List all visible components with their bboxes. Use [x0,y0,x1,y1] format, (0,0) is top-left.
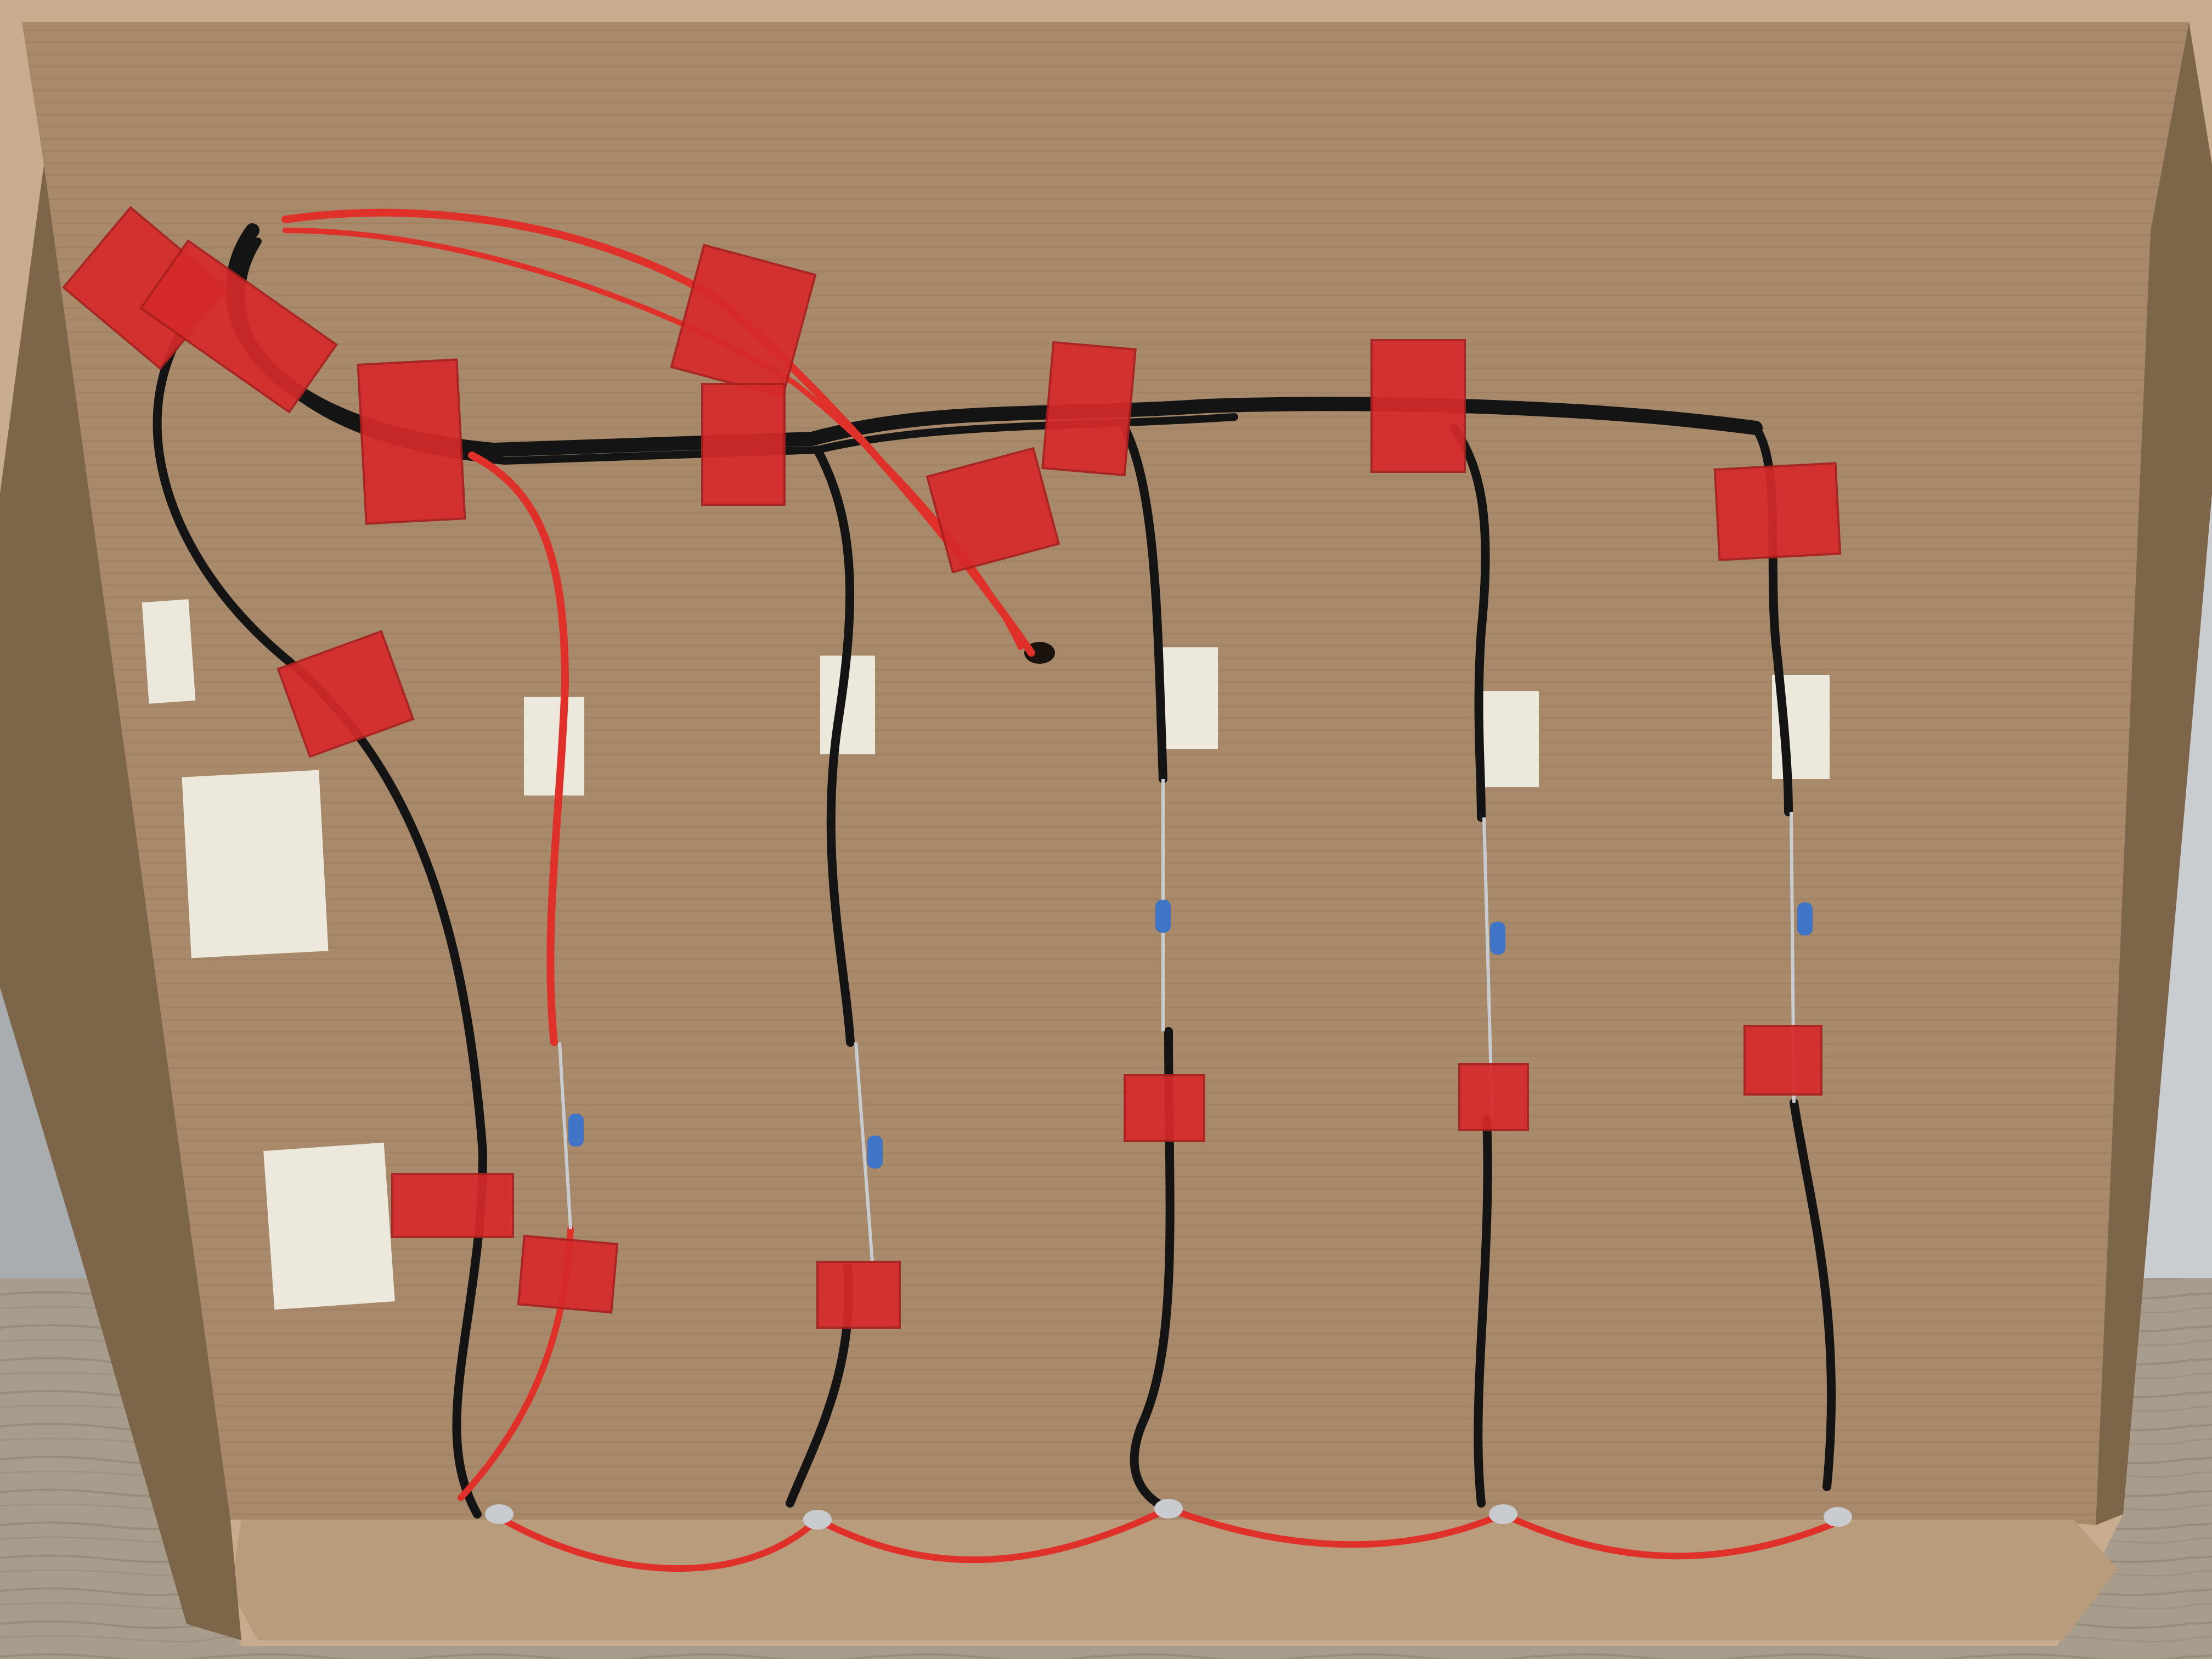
black-wire-branch-2 [813,445,855,1047]
paper-label [1160,647,1218,749]
black-wire-branch-3 [1120,424,1167,783]
resistor-lead [558,1042,572,1229]
solder-joint [1824,1507,1852,1527]
red-wire-branch [468,452,569,1046]
cardboard-right-flap [2096,22,2212,1525]
paper-label [142,599,196,704]
red-tape [670,244,817,398]
red-tape [1041,341,1137,477]
resistor [1797,902,1813,935]
red-tape [1743,1025,1822,1096]
resistor [568,1114,584,1147]
red-tape [276,630,415,758]
red-tape [139,239,338,414]
paper-label [524,697,584,795]
resistors [568,900,1813,1169]
solder-joint [1154,1499,1183,1519]
black-wire-branch-4-lower [1474,1115,1492,1508]
red-tape [1370,339,1466,473]
paper-label [263,1142,395,1310]
red-tape-pieces [62,206,1842,1329]
red-tape [816,1261,901,1329]
red-tape [391,1173,514,1238]
red-tape [701,383,786,506]
red-tape [926,447,1060,574]
solder-joint [803,1510,832,1530]
cardboard-left-flap [0,165,241,1640]
red-tape [1458,1063,1529,1131]
red-tape [1124,1074,1205,1142]
solder-joint [485,1504,514,1524]
red-tape [517,1234,619,1314]
paper-label [182,770,329,958]
solder-joint [1489,1504,1517,1524]
black-wire-branch-4 [1449,424,1490,822]
black-wire-branch-5-lower [1790,1098,1836,1491]
resistor [867,1136,883,1169]
paper-label [1476,691,1539,787]
resistor [1155,900,1171,933]
cardboard-corrugation [22,22,2189,1525]
resistor-lead [854,1042,874,1262]
red-tape [1713,462,1842,561]
black-wire-branch-1 [153,281,487,1519]
red-tape [357,358,466,525]
black-wire-branch-3-lower [1130,1027,1175,1508]
cardboard-bottom-flap [230,1520,2118,1640]
resistor [1490,922,1505,955]
